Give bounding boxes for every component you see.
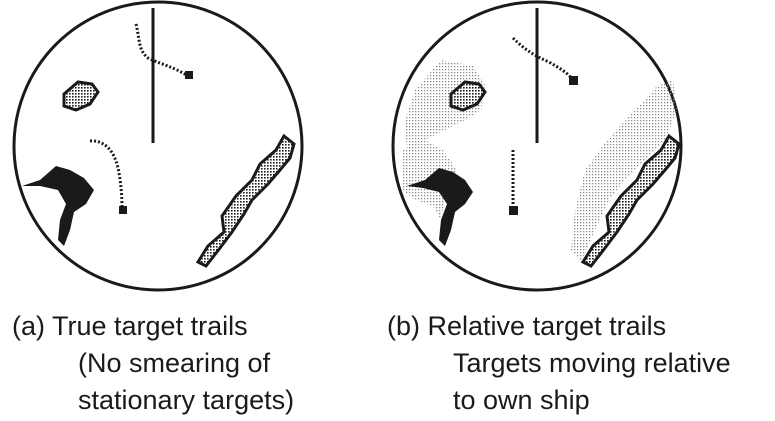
moving-target-middle [119, 206, 127, 214]
caption-a-line-2: (No smearing of [78, 348, 271, 378]
radar-scope-relative [391, 0, 683, 292]
caption-a-line-1: True target trails [52, 311, 248, 341]
relative-coastline-right [580, 133, 681, 268]
panel-label-b: (b) [387, 311, 420, 341]
smear-right [571, 80, 677, 262]
caption-relative-trails: (b) Relative target trails Targets movin… [387, 308, 731, 419]
land-mass-upper [62, 80, 100, 112]
scope-circle-relative [391, 0, 683, 292]
relative-target-middle [509, 206, 518, 215]
target-trail-top [134, 23, 189, 78]
caption-true-trails: (a) True target trails (No smearing of s… [12, 308, 294, 419]
panel-true-trails: (a) True target trails (No smearing of s… [0, 0, 380, 421]
scope-circle [12, 0, 304, 292]
radar-scope-true [12, 0, 304, 292]
target-trail-middle [89, 139, 124, 209]
caption-b-line-3: to own ship [453, 385, 590, 415]
caption-b-line-2: Targets moving relative [453, 348, 731, 378]
panel-relative-trails: (b) Relative target trails Targets movin… [385, 0, 775, 421]
caption-a-line-3: stationary targets) [78, 385, 295, 415]
relative-land-left [407, 168, 473, 246]
caption-b-line-1: Relative target trails [427, 311, 667, 341]
relative-target-top [569, 76, 578, 85]
panel-label-a: (a) [12, 311, 45, 341]
moving-target-top [185, 71, 193, 79]
land-mass-left [22, 166, 94, 246]
relative-trail-top [511, 36, 575, 81]
coastline-right [195, 133, 296, 268]
relative-land-upper [449, 80, 487, 112]
